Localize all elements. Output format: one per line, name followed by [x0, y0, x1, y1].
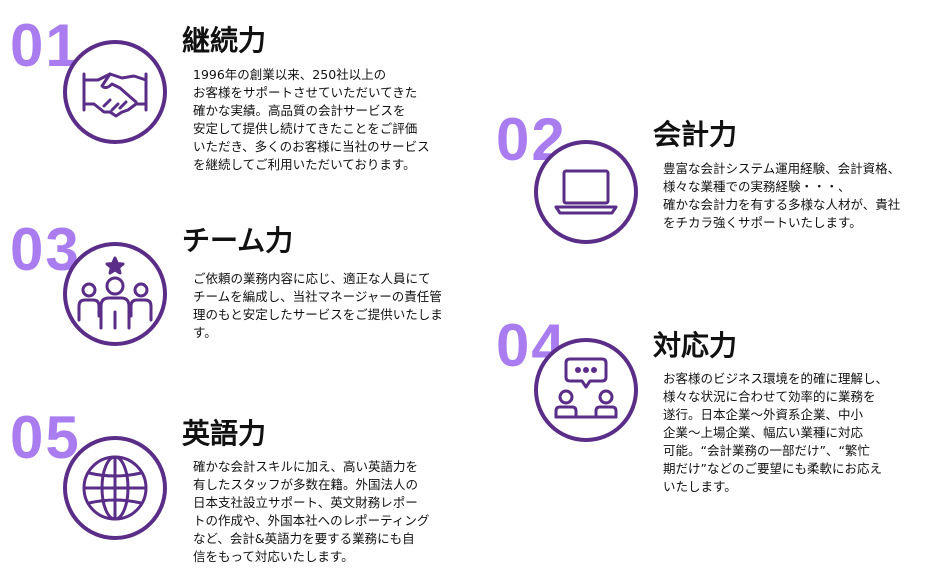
feature-description: お客様のビジネス環境を的確に理解し、 様々な状況に合わせて効率的に業務を 遂行。…	[663, 371, 889, 494]
feature-description: 豊富な会計システム運用経験、会計資格、 様々な業種での実務経験・・・、 確かな会…	[663, 161, 901, 230]
laptop-icon	[554, 169, 618, 215]
consultation-icon	[554, 357, 618, 419]
team-icon	[77, 256, 153, 330]
feature-icon-circle	[534, 338, 638, 442]
feature-description: 確かな会計スキルに加え、高い英語力を 有したスタッフが多数在籍。外国法人の 日本…	[193, 459, 430, 564]
feature-number: 05	[10, 404, 81, 471]
globe-icon	[82, 455, 148, 521]
feature-icon-circle	[63, 242, 167, 346]
feature-title: チーム力	[182, 224, 294, 257]
feature-title: 継続力	[182, 24, 267, 57]
feature-title: 対応力	[653, 329, 738, 362]
feature-number: 01	[10, 12, 81, 79]
feature-description: 1996年の創業以来、250社以上の お客様をサポートさせていただいてきた 確か…	[193, 67, 430, 172]
feature-title: 会計力	[653, 118, 738, 151]
feature-number: 03	[10, 216, 81, 283]
feature-icon-circle	[63, 436, 167, 540]
feature-icon-circle	[534, 140, 638, 244]
handshake-icon	[82, 72, 148, 118]
feature-title: 英語力	[182, 417, 267, 450]
feature-description: ご依頼の業務内容に応じ、適正な人員にて チームを編成し、当社マネージャーの責任管…	[193, 271, 443, 340]
feature-icon-circle	[63, 40, 167, 144]
